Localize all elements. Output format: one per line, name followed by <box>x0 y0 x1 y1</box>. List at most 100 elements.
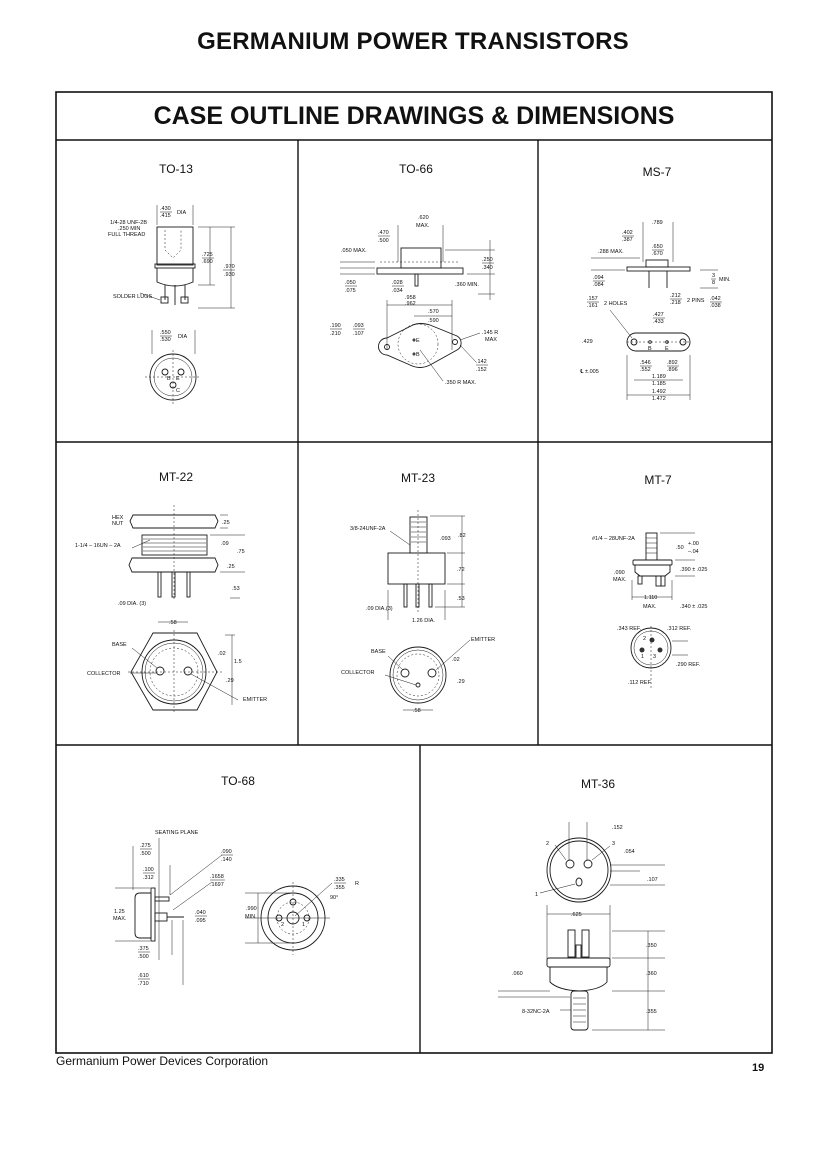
dimension-label: .140 <box>221 857 232 863</box>
dimension-label: .343 REF. <box>617 626 642 632</box>
dimension-label: .340 <box>482 265 493 271</box>
dimension-label: .620 <box>418 215 429 221</box>
dimension-label: .72 <box>457 567 465 573</box>
dimension-label: 2 HOLES <box>604 301 628 307</box>
panel-title-ms-7: MS-7 <box>642 165 672 179</box>
dimension-label: B <box>648 346 652 352</box>
dimension-label: .1697 <box>210 882 224 888</box>
dimension-label: .107 <box>353 331 364 337</box>
dimension-label: .161 <box>587 303 598 309</box>
dimension-label: .09 DIA.(3) <box>366 606 393 612</box>
dimension-label: .892 <box>667 360 678 366</box>
dimension-label: 1.5 <box>234 659 242 665</box>
dimension-label: .050 <box>345 280 356 286</box>
dimension-label: .212 <box>670 293 681 299</box>
drawing-to-68: SEATING PLANE .275.500 .090.140 .100.312… <box>113 830 359 987</box>
page-number: 19 <box>752 1062 765 1074</box>
dimension-label: .387 <box>622 237 633 243</box>
dimension-label: B <box>167 376 171 382</box>
dimension-label: .084 <box>593 282 604 288</box>
dimension-label: 1.472 <box>652 396 666 402</box>
dimension-label: 2 <box>643 636 646 642</box>
dimension-label: EMITTER <box>243 697 267 703</box>
dimension-label: 2 <box>546 841 549 847</box>
dimension-label: .415 <box>160 213 171 219</box>
dimension-label: .054 <box>624 849 635 855</box>
dimension-label: .112 REF. <box>628 680 652 686</box>
dimension-label: .25 <box>222 520 230 526</box>
dimension-label: MAX <box>485 337 497 343</box>
drawing-mt-23: 3/8-24UNF-2A .093 .82 .72 .53 .09 DIA.(3… <box>341 510 495 714</box>
dimension-label: 1/4-28 UNF-2B <box>110 220 147 226</box>
dimension-label: .433 <box>653 319 664 325</box>
dimension-label: .040 <box>195 910 206 916</box>
dimension-label: .210 <box>330 331 341 337</box>
dimension-label: 1.185 <box>652 381 666 387</box>
dimension-label: E <box>176 376 180 382</box>
dimension-label: .375 <box>138 946 149 952</box>
dimension-label: +.00 <box>688 541 699 547</box>
dimension-label: COLLECTOR <box>87 671 121 677</box>
dimension-label: 1.110 <box>644 595 657 601</box>
dimension-label: 8-32NC-2A <box>522 1009 550 1015</box>
dimension-label: .430 <box>160 206 171 212</box>
dimension-label: .50 <box>676 545 684 551</box>
dimension-label: MAX. <box>416 223 430 229</box>
dimension-label: .340 ± .025 <box>680 604 707 610</box>
dimension-label: 3 <box>712 273 715 279</box>
dimension-label: .896 <box>667 367 678 373</box>
dimension-label: .1658 <box>210 874 224 880</box>
dimension-label: HEX <box>112 515 124 521</box>
dimension-label: MIN. <box>245 914 257 920</box>
dimension-label: B <box>416 352 420 358</box>
dimension-label: .02 <box>218 651 226 657</box>
dimension-label: .590 <box>428 318 439 324</box>
dimension-label: 3 <box>653 654 656 660</box>
dimension-label: EMITTER <box>471 637 495 643</box>
dimension-label: .038 <box>710 303 721 309</box>
dimension-label: 1.25 <box>114 909 125 915</box>
dimension-label: 3 <box>612 841 615 847</box>
dimension-label: 3/8-24UNF-2A <box>350 526 386 532</box>
dimension-label: .275 <box>140 843 151 849</box>
dimension-label: .152 <box>612 825 623 831</box>
dimension-label: MAX. <box>113 916 127 922</box>
dimension-label: .355 <box>646 1009 657 1015</box>
dimension-label: .570 <box>428 309 439 315</box>
dimension-label: NUT <box>112 521 124 527</box>
dimension-label: .390 ± .025 <box>680 567 707 573</box>
dimension-label: MAX. <box>613 577 627 583</box>
dimension-label: .145 R <box>482 330 498 336</box>
dimension-label: .093 <box>353 323 364 329</box>
dimension-label: 2 <box>281 922 284 928</box>
panel-title-mt-36: MT-36 <box>580 777 616 791</box>
dimension-label: .09 DIA. (3) <box>118 601 146 607</box>
dimension-label: .028 <box>392 280 403 286</box>
dimension-label: .250 <box>482 257 493 263</box>
dimension-label: .82 <box>458 533 466 539</box>
dimension-label: .107 <box>647 877 658 883</box>
dimension-label: .546 <box>640 360 651 366</box>
drawing-ms-7: .789 .402.387 .650.670 .288 MAX. .094.08… <box>579 220 731 402</box>
dimension-label: .500 <box>378 238 389 244</box>
dimension-label: .962 <box>405 301 416 307</box>
drawing-to-13: .430 .415 DIA 1/4-28 UNF-2B .250 MIN FUL… <box>108 205 235 405</box>
dimension-label: MIN. <box>719 277 731 283</box>
dimension-label: 1.26 DIA. <box>412 618 435 624</box>
dimension-label: 1.189 <box>652 374 666 380</box>
dimension-label: .470 <box>378 230 389 236</box>
dimension-label: .100 <box>143 867 154 873</box>
dimension-label: .625 <box>571 912 582 918</box>
dimension-label: BASE <box>112 642 127 648</box>
dimension-label: 1 <box>302 922 305 928</box>
dimension-label: .29 <box>457 679 465 685</box>
dimension-label: .970 <box>224 264 235 270</box>
dimension-label: R <box>355 881 359 887</box>
panel-title-mt-7: MT-7 <box>644 473 672 487</box>
dimension-label: .157 <box>587 296 598 302</box>
dimension-label: E <box>665 346 669 352</box>
dimension-label: .550 <box>160 330 171 336</box>
dimension-label: .093 <box>440 536 451 542</box>
